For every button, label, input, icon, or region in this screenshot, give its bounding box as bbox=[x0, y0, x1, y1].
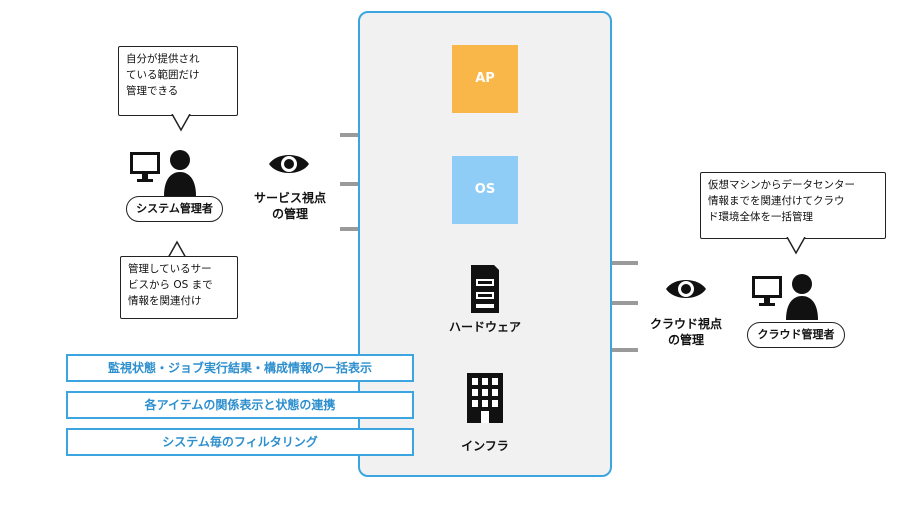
speech-top-line-2: ている範囲だけ bbox=[126, 69, 200, 81]
ap-layer[interactable]: AP bbox=[452, 45, 518, 113]
speech-bubble-top: 自分が提供され ている範囲だけ 管理できる bbox=[118, 46, 238, 116]
os-label: OS bbox=[474, 182, 496, 197]
hardware-label: ハードウェア bbox=[448, 320, 521, 334]
cloud-view-label: クラウド視点 の管理 bbox=[636, 316, 736, 348]
speech-bottom-tail bbox=[167, 240, 187, 258]
building-icon bbox=[467, 373, 503, 423]
feature-system-filtering: システム毎のフィルタリング bbox=[66, 428, 414, 456]
speech-bubble-right: 仮想マシンからデータセンター 情報までを関連付けてクラウ ド環境全体を一括管理 bbox=[700, 172, 886, 239]
speech-right-line-2: 情報までを関連付けてクラウ bbox=[708, 195, 845, 207]
speech-top-line-1: 自分が提供され bbox=[126, 53, 200, 65]
speech-top-tail bbox=[171, 114, 191, 132]
feature-integrated-display: 監視状態・ジョブ実行結果・構成情報の一括表示 bbox=[66, 354, 414, 382]
cloud-view-line-1: クラウド視点 bbox=[649, 317, 722, 331]
service-view-line-1: サービス視点 bbox=[253, 191, 326, 205]
ap-label: AP bbox=[475, 71, 495, 86]
person-computer-icon bbox=[130, 150, 196, 196]
speech-bottom-line-3: 情報を関連付け bbox=[128, 295, 202, 307]
speech-bottom-line-1: 管理しているサー bbox=[128, 263, 212, 275]
service-view-label: サービス視点 の管理 bbox=[240, 190, 340, 222]
speech-top-line-3: 管理できる bbox=[126, 85, 179, 97]
system-admin-badge[interactable]: システム管理者 bbox=[126, 196, 223, 222]
service-view-line-2: の管理 bbox=[271, 207, 308, 221]
speech-bottom-line-2: ビスから OS まで bbox=[128, 279, 213, 291]
feature-relationship-display: 各アイテムの関係表示と状態の連携 bbox=[66, 391, 414, 419]
speech-right-line-1: 仮想マシンからデータセンター bbox=[708, 179, 855, 191]
os-layer[interactable]: OS bbox=[452, 156, 518, 224]
person-computer-icon bbox=[752, 274, 818, 320]
speech-right-line-3: ド環境全体を一括管理 bbox=[708, 211, 813, 223]
cloud-admin-badge[interactable]: クラウド管理者 bbox=[747, 322, 845, 348]
speech-bubble-bottom: 管理しているサー ビスから OS まで 情報を関連付け bbox=[120, 256, 238, 319]
cloud-view-line-2: の管理 bbox=[667, 333, 704, 347]
eye-icon bbox=[269, 155, 309, 173]
speech-right-tail bbox=[786, 237, 806, 255]
eye-icon bbox=[666, 280, 706, 298]
server-icon bbox=[471, 265, 499, 313]
infra-label: インフラ bbox=[461, 439, 509, 453]
